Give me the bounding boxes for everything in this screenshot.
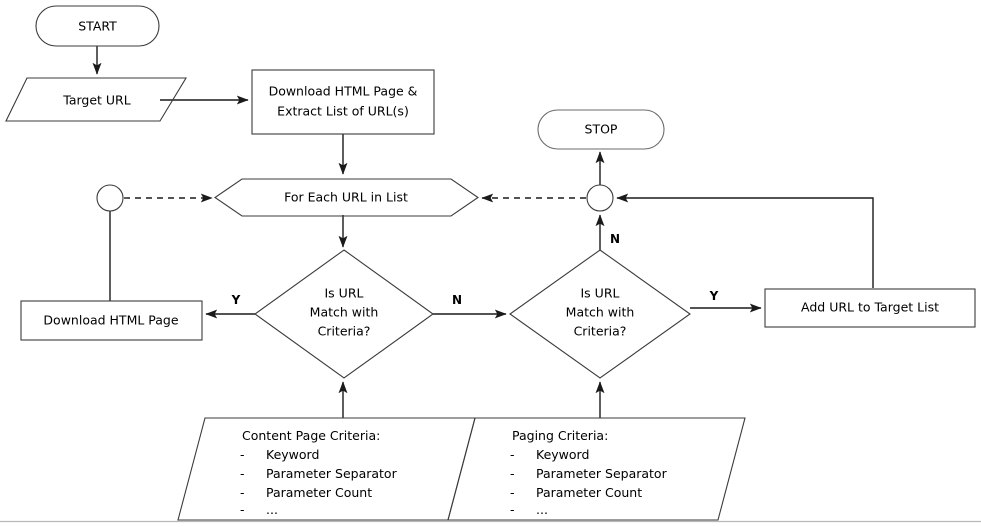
content-criteria-item-0: Keyword — [266, 447, 319, 462]
node-paging-criteria[interactable]: Paging Criteria: - Keyword - Parameter S… — [447, 417, 746, 521]
node-content-criteria[interactable]: Content Page Criteria: - Keyword - Param… — [177, 417, 476, 521]
content-criteria-item-2: Parameter Count — [266, 485, 372, 500]
node-download-extract[interactable]: Download HTML Page & Extract List of URL… — [251, 69, 435, 135]
node-decision-content-line1: Is URL — [325, 286, 364, 301]
node-download-html-page-label: Download HTML Page — [43, 313, 178, 328]
node-start-label: START — [78, 19, 117, 34]
node-right-connector[interactable] — [586, 184, 614, 212]
edge-label-paging-no: N — [610, 232, 620, 246]
paging-criteria-dash-3: - — [510, 502, 515, 517]
edge-label-paging-yes: Y — [709, 289, 719, 303]
content-criteria-dash-2: - — [240, 485, 245, 500]
paging-criteria-item-1: Parameter Separator — [536, 466, 668, 481]
node-add-url-label: Add URL to Target List — [801, 300, 939, 315]
content-criteria-item-3: ... — [266, 502, 278, 517]
node-decision-paging-line3: Criteria? — [574, 324, 627, 339]
node-target-url[interactable]: Target URL — [5, 77, 187, 122]
node-decision-content[interactable]: Is URL Match with Criteria? — [254, 249, 434, 379]
node-stop[interactable]: STOP — [537, 109, 665, 150]
edge-label-content-yes: Y — [231, 293, 241, 307]
node-decision-content-line3: Criteria? — [318, 324, 371, 339]
content-criteria-heading: Content Page Criteria: — [242, 428, 380, 443]
node-download-html-page[interactable]: Download HTML Page — [20, 300, 203, 341]
content-criteria-item-1: Parameter Separator — [266, 466, 398, 481]
paging-criteria-item-2: Parameter Count — [536, 485, 642, 500]
node-stop-label: STOP — [585, 122, 618, 137]
content-criteria-dash-3: - — [240, 502, 245, 517]
node-decision-paging[interactable]: Is URL Match with Criteria? — [509, 249, 691, 379]
node-decision-paging-line1: Is URL — [581, 286, 620, 301]
content-criteria-dash-0: - — [240, 447, 245, 462]
edge-add-url-to-right-connector — [616, 193, 874, 288]
paging-criteria-dash-1: - — [510, 466, 515, 481]
node-target-url-label: Target URL — [62, 93, 130, 108]
node-download-extract-label-line1: Download HTML Page & — [269, 84, 418, 99]
paging-criteria-dash-2: - — [510, 485, 515, 500]
node-for-each[interactable]: For Each URL in List — [214, 178, 479, 217]
edge-label-content-no: N — [452, 293, 462, 307]
node-decision-content-line2: Match with — [310, 305, 379, 320]
paging-criteria-heading: Paging Criteria: — [512, 428, 608, 443]
content-criteria-dash-1: - — [240, 466, 245, 481]
node-download-extract-label-line2: Extract List of URL(s) — [277, 104, 409, 119]
paging-criteria-dash-0: - — [510, 447, 515, 462]
node-left-connector[interactable] — [96, 184, 124, 212]
node-for-each-label: For Each URL in List — [284, 190, 408, 205]
node-decision-paging-line2: Match with — [566, 305, 635, 320]
node-add-url[interactable]: Add URL to Target List — [764, 288, 976, 328]
paging-criteria-item-0: Keyword — [536, 447, 589, 462]
node-start[interactable]: START — [35, 5, 160, 47]
paging-criteria-item-3: ... — [536, 502, 548, 517]
